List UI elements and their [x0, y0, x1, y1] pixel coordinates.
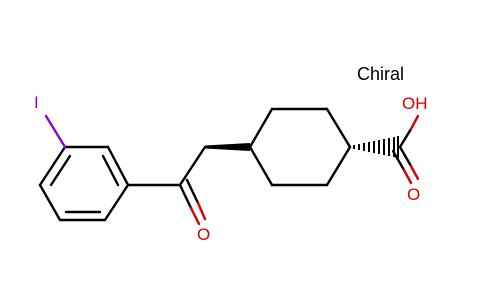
acid-carbonyl-double-bond — [391, 145, 420, 185]
carboxyl-hydroxyl-bond-red — [409, 114, 420, 131]
cyclohexane-ring — [248, 107, 352, 187]
hashed-wedge-bond — [353, 136, 399, 158]
ketone-double-bond — [178, 178, 207, 226]
carboxyl-hydroxyl-bond — [398, 127, 413, 149]
carbon-iodine-bond — [44, 114, 67, 149]
iodine-atom-label: I — [34, 93, 39, 112]
wedge-bond — [205, 143, 250, 151]
benzene-ring — [38, 145, 130, 222]
hydroxyl-label: OH — [402, 94, 428, 113]
acid-carbonyl-oxygen-label: O — [407, 185, 420, 204]
chiral-label: Chiral — [357, 64, 404, 84]
ketone-oxygen-label: O — [197, 225, 210, 244]
carbonyl-methylene-bond — [178, 145, 207, 187]
